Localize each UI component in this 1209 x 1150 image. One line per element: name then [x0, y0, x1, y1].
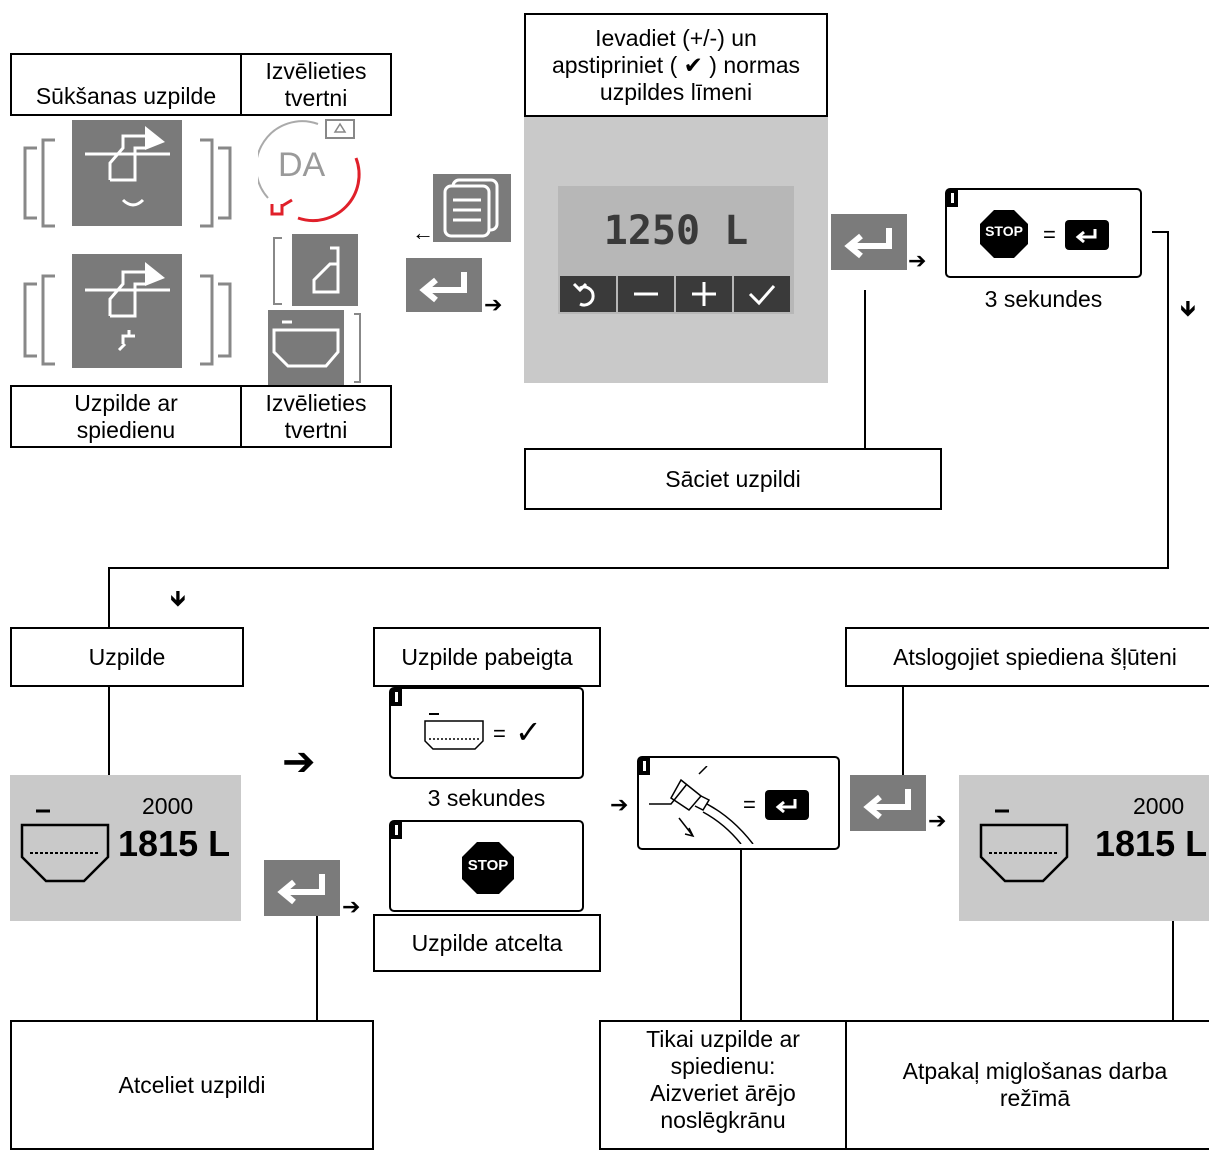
arrow-down-icon-2: 🡻 — [170, 586, 186, 611]
enter-button-1[interactable] — [406, 258, 482, 312]
minus-icon[interactable] — [618, 276, 674, 312]
arrow-right-icon-5: ➔ — [928, 808, 947, 833]
pressure-fill-icon — [15, 252, 240, 372]
tank-option-main[interactable] — [268, 310, 364, 386]
menu-button[interactable] — [433, 174, 511, 242]
arrow-left-icon: ← — [412, 220, 434, 245]
tank-level-icon — [20, 809, 110, 883]
suction-fill-icon — [15, 118, 240, 228]
result-current: 1815 L — [1095, 823, 1208, 864]
result-display: 2000 1815 L — [959, 775, 1209, 921]
start-fill-box: Sāciet uzpildi — [524, 448, 942, 510]
info-icon — [391, 689, 402, 706]
select-tank-label-bottom: Izvēlieties tvertni — [240, 385, 392, 448]
equals-sign: = — [1043, 222, 1056, 247]
enter-button-3[interactable] — [850, 775, 926, 831]
hose-hint-box: = — [637, 756, 840, 850]
filling-current: 1815 L — [118, 823, 231, 864]
info-icon — [391, 822, 402, 839]
arrow-right-icon-4: ➔ — [610, 792, 629, 817]
back-icon[interactable] — [560, 276, 616, 312]
filling-label-box: Uzpilde — [10, 627, 244, 687]
fill-done-label: Uzpilde pabeigta — [373, 627, 601, 687]
equals-sign: = — [743, 792, 756, 817]
fill-done-hint: = ✓ — [389, 687, 584, 779]
relieve-hose-box: Atslogojiet spiediena šļūteni — [845, 627, 1209, 687]
stop-sign-icon — [462, 842, 514, 894]
enter-button-cancel[interactable] — [264, 860, 340, 916]
filling-display: 2000 1815 L — [10, 775, 241, 921]
tank-level-icon — [979, 809, 1069, 883]
arrow-right-icon-big: ➔ — [282, 740, 316, 784]
suction-fill-label: Sūkšanas uzpilde — [10, 53, 242, 116]
lcd-value: 1250 L — [603, 208, 749, 254]
stop-text: STOP — [985, 223, 1023, 239]
gauge-da-text: DA — [278, 146, 326, 184]
arrow-right-icon-1: ➔ — [484, 292, 503, 317]
hose-coupling-icon — [649, 766, 754, 844]
filling-capacity: 2000 — [142, 793, 194, 819]
info-icon — [639, 758, 650, 775]
select-tank-label-top: Izvēlieties tvertni — [240, 53, 392, 116]
lcd-screen: 1250 L — [558, 186, 794, 314]
pressure-fill-label: Uzpilde ar spiedienu — [10, 385, 242, 448]
arrow-right-icon-2: ➔ — [908, 248, 927, 273]
stop-text-cancel: STOP — [467, 857, 509, 874]
equals-sign: = — [493, 721, 506, 746]
tank-gauge-icon: DA — [255, 118, 366, 230]
fill-cancelled-label: Uzpilde atcelta — [373, 914, 601, 972]
arrow-down-icon-1: 🡻 — [1180, 296, 1196, 321]
enter-key-icon — [765, 790, 809, 820]
enter-key-icon — [1065, 220, 1109, 250]
enter-button-2[interactable] — [831, 214, 907, 270]
info-icon — [947, 190, 958, 207]
result-capacity: 2000 — [1133, 793, 1185, 819]
plus-icon[interactable] — [676, 276, 732, 312]
pressure-only-box: Tikai uzpilde ar spiedienu: Aizveriet ār… — [599, 1020, 847, 1150]
stop-sign-icon — [980, 210, 1028, 258]
fill-cancelled-hint: STOP — [389, 820, 584, 912]
cancel-fill-box: Atceliet uzpildi — [10, 1020, 374, 1150]
checkmark-icon: ✓ — [515, 714, 542, 750]
back-to-spraying-box: Atpakaļ miglošanas darba režīmā — [845, 1020, 1209, 1150]
tank-option-front[interactable] — [270, 234, 360, 306]
fill-done-duration: 3 sekundes — [427, 785, 546, 811]
arrow-right-icon-3: ➔ — [342, 894, 361, 919]
instruction-top-box: Ievadiet (+/-) un apstipriniet ( ✔ ) nor… — [524, 13, 828, 117]
confirm-check-icon[interactable] — [734, 276, 790, 312]
stop-hint-duration: 3 sekundes — [984, 286, 1103, 312]
tank-full-icon — [424, 713, 484, 750]
stop-hint-box: STOP = — [945, 188, 1142, 278]
